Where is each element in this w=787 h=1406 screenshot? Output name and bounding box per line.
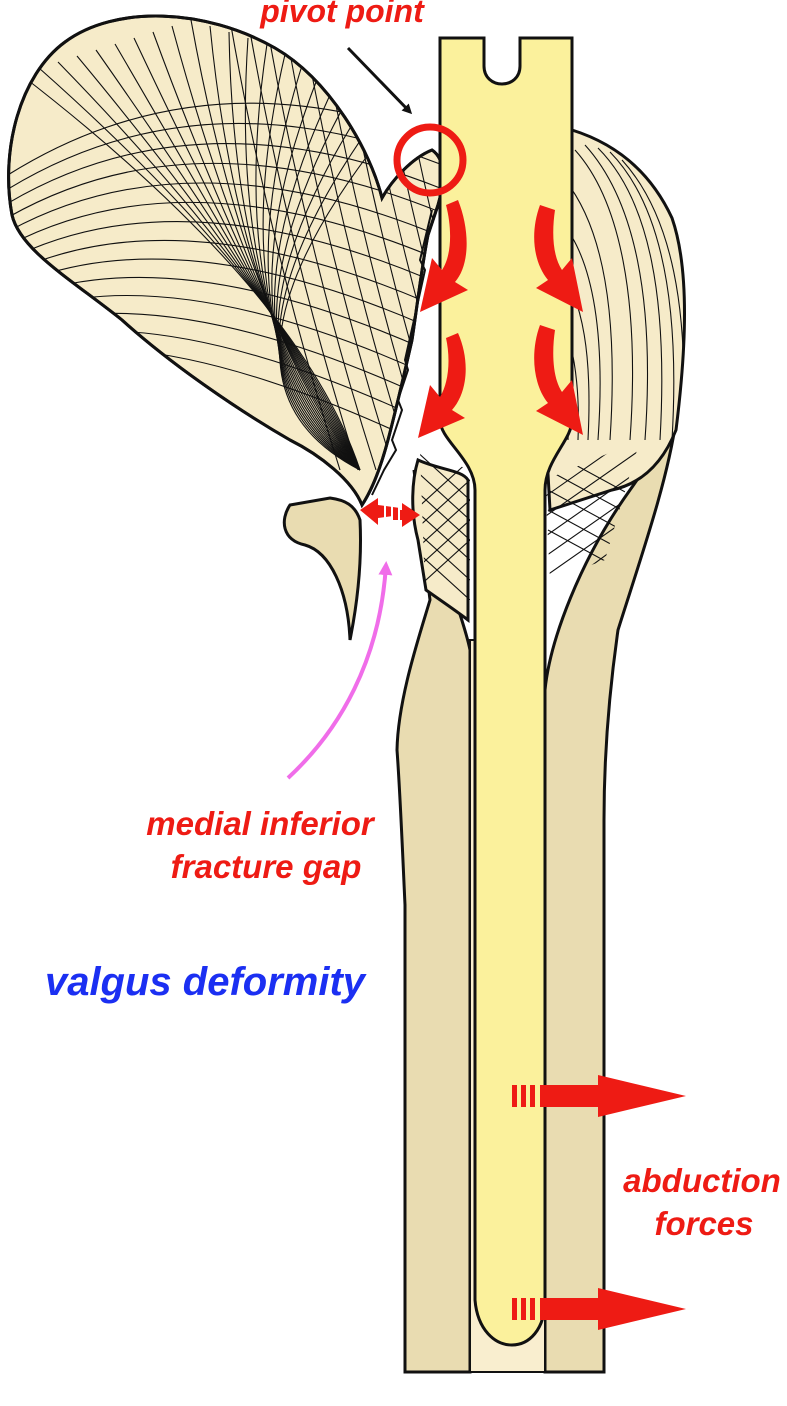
trabecular-line: [279, 91, 420, 471]
trabecular-line: [255, 43, 361, 471]
gap-pointer-arrow: [286, 561, 393, 780]
abduction-arrow-upper: [512, 1075, 686, 1117]
abduction-arrow-lower: [512, 1288, 686, 1330]
lateral-trabeculae: [545, 144, 685, 441]
compression-arrow: [420, 200, 468, 312]
trabecular-line: [133, 37, 361, 471]
gap-arrow-dashes: [384, 504, 400, 522]
trabecular-line: [274, 67, 361, 471]
trabecular-line: [171, 25, 361, 471]
compression-arrows: [418, 200, 583, 438]
trabecular-line: [271, 61, 361, 471]
trabecular-line: [114, 43, 361, 471]
trabecular-line: [8, 182, 441, 237]
trabecular-line: [301, 19, 413, 471]
trabecular-line: [95, 49, 361, 471]
pivot-point-label: pivot point: [259, 0, 425, 29]
abduction-forces-label-line2: forces: [654, 1205, 753, 1242]
pivot-point-circle: [393, 123, 467, 197]
trabecular-line: [8, 201, 441, 261]
trabecular-line: [19, 73, 361, 471]
trabecular-line: [265, 19, 377, 471]
fracture-gap-label-line2: fracture gap: [171, 848, 362, 885]
trabecular-line: [247, 19, 359, 471]
compression-arrow: [534, 325, 583, 435]
trabecular-line: [38, 67, 361, 471]
fracture-gap-label-line1: medial inferior: [146, 805, 376, 842]
lateral-cortex: [543, 414, 679, 1374]
trabecular-line: [8, 162, 441, 223]
femoral-head-fragment: [7, 14, 445, 509]
lesser-trochanter: [282, 496, 363, 641]
compression-arrow: [418, 333, 466, 438]
trabecular-line: [8, 239, 441, 309]
medial-proximal-wedge: [411, 457, 470, 624]
trabecular-line: [76, 55, 361, 471]
medial-crosshatch: [420, 450, 470, 600]
fracture-gap-arrow: [360, 498, 420, 527]
fracture-edge: [371, 209, 433, 496]
trabecular-line: [262, 49, 361, 471]
greater-trochanter: [543, 128, 686, 513]
pivot-pointer-arrow: [346, 46, 413, 115]
trabecular-line: [57, 61, 361, 471]
compression-arrow: [534, 205, 583, 312]
valgus-deformity-label: valgus deformity: [45, 960, 367, 1004]
trabecular-line: [229, 19, 341, 471]
trabecular-line: [283, 19, 395, 471]
trabecular-line: [276, 73, 363, 471]
trabecular-line: [209, 25, 361, 471]
trabecular-line: [267, 55, 361, 471]
trabecular-line: [244, 37, 361, 471]
abduction-forces-label-line1: abduction: [623, 1162, 781, 1199]
